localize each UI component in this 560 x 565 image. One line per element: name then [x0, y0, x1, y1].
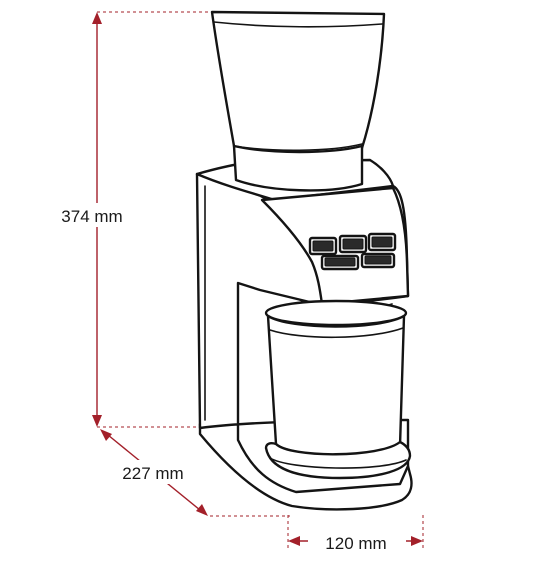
depth-label: 227 mm: [122, 464, 183, 483]
container-lid: [264, 299, 408, 327]
height-dimension: 374 mm: [50, 11, 212, 428]
height-top-arrow: [92, 12, 102, 24]
container-rim-line: [269, 327, 404, 339]
hopper-rim-line: [213, 21, 383, 28]
height-label-bg: [50, 203, 136, 227]
bean-hopper: [210, 10, 386, 164]
width-label-bg: [308, 531, 406, 553]
width-label: 120 mm: [325, 534, 386, 553]
hopper-collar: [232, 144, 364, 192]
depth-label-bg: [108, 460, 198, 484]
button-5-face: [364, 255, 392, 265]
drip-tray: [264, 440, 412, 480]
button-2-face: [342, 238, 364, 250]
drip-tray-edge: [269, 457, 407, 469]
coffee-grinder-illustration: [195, 10, 413, 511]
height-label: 374 mm: [61, 207, 122, 226]
width-right-arrow: [411, 536, 423, 546]
depth-top-arrow: [100, 429, 112, 441]
depth-dimension: 227 mm: [100, 429, 290, 517]
width-left-arrow: [288, 536, 300, 546]
width-dimension: 120 mm: [287, 515, 424, 553]
depth-bottom-arrow: [196, 504, 208, 516]
button-4-face: [324, 257, 356, 267]
button-3-face: [371, 236, 393, 248]
height-bottom-arrow: [92, 415, 102, 427]
button-1-face: [312, 240, 334, 252]
